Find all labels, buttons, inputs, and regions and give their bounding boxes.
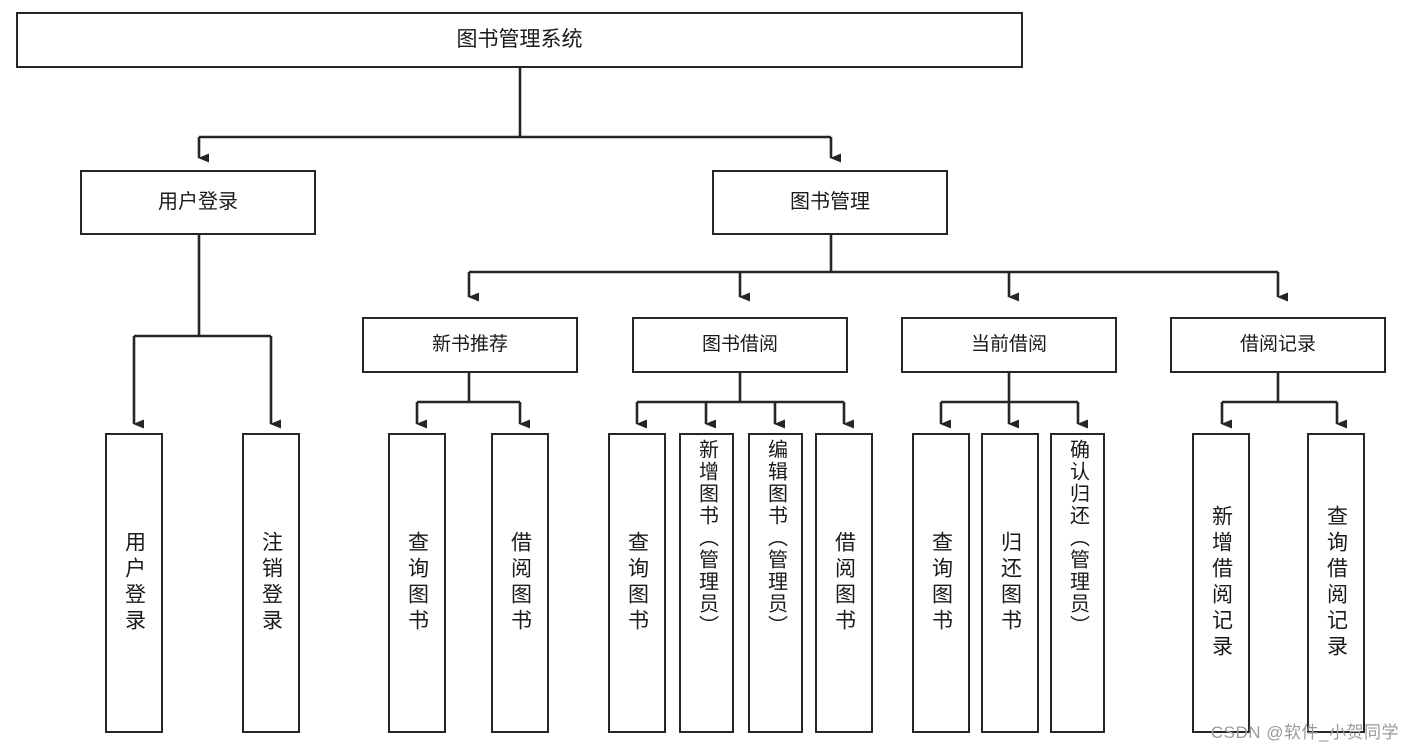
node-leaf-query-book-3-label: 查询图书 <box>929 531 953 635</box>
node-leaf-query-book-2[interactable]: 查询图书 <box>608 433 666 733</box>
node-user-login-label: 用户登录 <box>158 190 238 213</box>
node-leaf-borrow-book-1[interactable]: 借阅图书 <box>491 433 549 733</box>
node-leaf-logout-login-label: 注销登录 <box>259 531 283 635</box>
node-leaf-query-book-3[interactable]: 查询图书 <box>912 433 970 733</box>
node-leaf-user-login-label: 用户登录 <box>122 531 146 635</box>
node-leaf-query-record-label: 查询借阅记录 <box>1324 505 1348 661</box>
node-leaf-return-book[interactable]: 归还图书 <box>981 433 1039 733</box>
node-book-borrow-label: 图书借阅 <box>701 333 778 355</box>
node-leaf-query-book-1-label: 查询图书 <box>405 531 429 635</box>
node-leaf-add-book-label: 新增图书（管理员） <box>695 439 718 637</box>
node-leaf-borrow-book-1-label: 借阅图书 <box>508 531 532 635</box>
node-new-book-recommend[interactable]: 新书推荐 <box>362 317 578 373</box>
node-leaf-user-login[interactable]: 用户登录 <box>105 433 163 733</box>
node-user-login[interactable]: 用户登录 <box>80 170 316 235</box>
node-leaf-add-record[interactable]: 新增借阅记录 <box>1192 433 1250 733</box>
node-leaf-query-record[interactable]: 查询借阅记录 <box>1307 433 1365 733</box>
node-leaf-logout-login[interactable]: 注销登录 <box>242 433 300 733</box>
node-leaf-confirm-return[interactable]: 确认归还（管理员） <box>1050 433 1105 733</box>
node-leaf-borrow-book-2-label: 借阅图书 <box>832 531 856 635</box>
node-new-book-recommend-label: 新书推荐 <box>431 333 508 355</box>
node-leaf-edit-book[interactable]: 编辑图书（管理员） <box>748 433 803 733</box>
node-leaf-add-record-label: 新增借阅记录 <box>1209 505 1233 661</box>
node-leaf-confirm-return-label: 确认归还（管理员） <box>1066 439 1089 637</box>
node-leaf-query-book-2-label: 查询图书 <box>625 531 649 635</box>
node-current-borrow[interactable]: 当前借阅 <box>901 317 1117 373</box>
node-book-borrow[interactable]: 图书借阅 <box>632 317 848 373</box>
watermark-csdn: CSDN @软件_小贺同学 <box>1210 723 1399 742</box>
node-root-book-management-system[interactable]: 图书管理系统 <box>16 12 1023 68</box>
node-current-borrow-label: 当前借阅 <box>970 333 1047 355</box>
node-borrow-record-label: 借阅记录 <box>1239 333 1316 355</box>
node-leaf-return-book-label: 归还图书 <box>998 531 1022 635</box>
node-borrow-record[interactable]: 借阅记录 <box>1170 317 1386 373</box>
node-leaf-edit-book-label: 编辑图书（管理员） <box>764 439 787 637</box>
node-book-management-label: 图书管理 <box>790 190 870 213</box>
node-leaf-query-book-1[interactable]: 查询图书 <box>388 433 446 733</box>
node-leaf-borrow-book-2[interactable]: 借阅图书 <box>815 433 873 733</box>
node-root-label: 图书管理系统 <box>456 27 583 51</box>
node-book-management[interactable]: 图书管理 <box>712 170 948 235</box>
node-leaf-add-book[interactable]: 新增图书（管理员） <box>679 433 734 733</box>
